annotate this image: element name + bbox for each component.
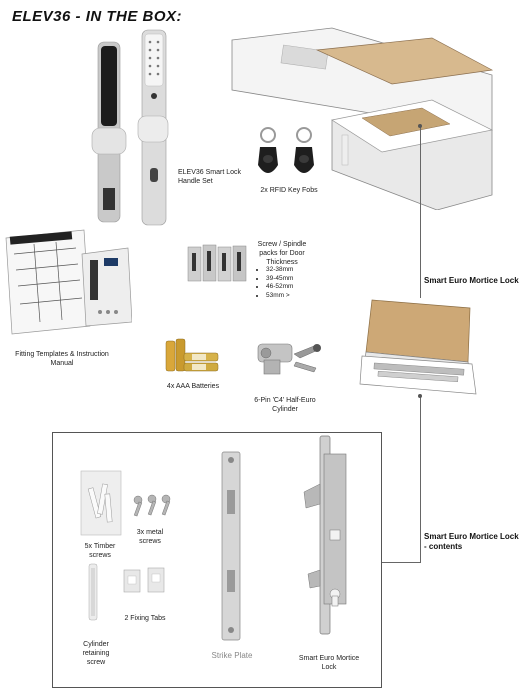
templates-manual-image — [5, 229, 132, 335]
screw-size-item: 53mm > — [266, 292, 336, 301]
screw-size-item: 32-38mm — [266, 266, 336, 275]
screw-size-item: 39-45mm — [266, 275, 336, 284]
connector-dot — [418, 124, 422, 128]
fixing-tabs-image — [123, 567, 165, 593]
handle-set-label: ELEV36 Smart Lock Handle Set — [178, 169, 242, 185]
connector-line — [420, 396, 421, 562]
cylinder-label: 6-Pin 'C4' Half-Euro Cylinder — [254, 397, 316, 413]
rfid-fobs-image — [258, 127, 314, 173]
screw-packs-image — [187, 244, 247, 282]
strike-plate-image — [221, 451, 241, 641]
metal-screws-image — [133, 494, 171, 517]
batteries-image — [165, 338, 219, 372]
batteries-label: 4x AAA Batteries — [166, 383, 220, 390]
connector-line — [381, 562, 421, 563]
fixing-tabs-label: 2 Fixing Tabs — [124, 615, 166, 622]
mortice-contents-label: Smart Euro Mortice Lock - contents — [424, 532, 519, 551]
page-title: ELEV36 - IN THE BOX: — [12, 8, 183, 25]
connector-line — [420, 126, 421, 298]
screw-packs-label: Screw / Spindle packs for Door Thickness — [257, 241, 307, 266]
mortice-lock-box-image — [359, 299, 477, 395]
cylinder-image — [257, 343, 321, 375]
mortice-lock-label: Smart Euro Mortice Lock — [424, 276, 519, 285]
timber-screws-image — [80, 470, 122, 536]
contents-panel — [52, 432, 382, 688]
retaining-screw-label: Cylinder retaining screw — [82, 641, 110, 666]
product-box-image — [231, 27, 494, 210]
retaining-screw-image — [88, 563, 98, 621]
mortice-lock-image — [303, 435, 347, 635]
screw-size-item: 46-52mm — [266, 283, 336, 292]
timber-screws-label: 5x Timber screws — [84, 543, 116, 559]
mortice-lock-part-label: Smart Euro Mortice Lock — [298, 655, 360, 671]
rfid-fobs-label: 2x RFID Key Fobs — [260, 187, 318, 194]
connector-dot — [418, 394, 422, 398]
templates-manual-label: Fitting Templates & Instruction Manual — [15, 351, 109, 367]
screw-size-list: 32-38mm 39-45mm 46-52mm 53mm > — [256, 266, 336, 300]
handle-set-image — [91, 29, 169, 226]
strike-plate-label: Strike Plate — [211, 651, 253, 660]
metal-screws-label: 3x metal screws — [136, 529, 164, 545]
